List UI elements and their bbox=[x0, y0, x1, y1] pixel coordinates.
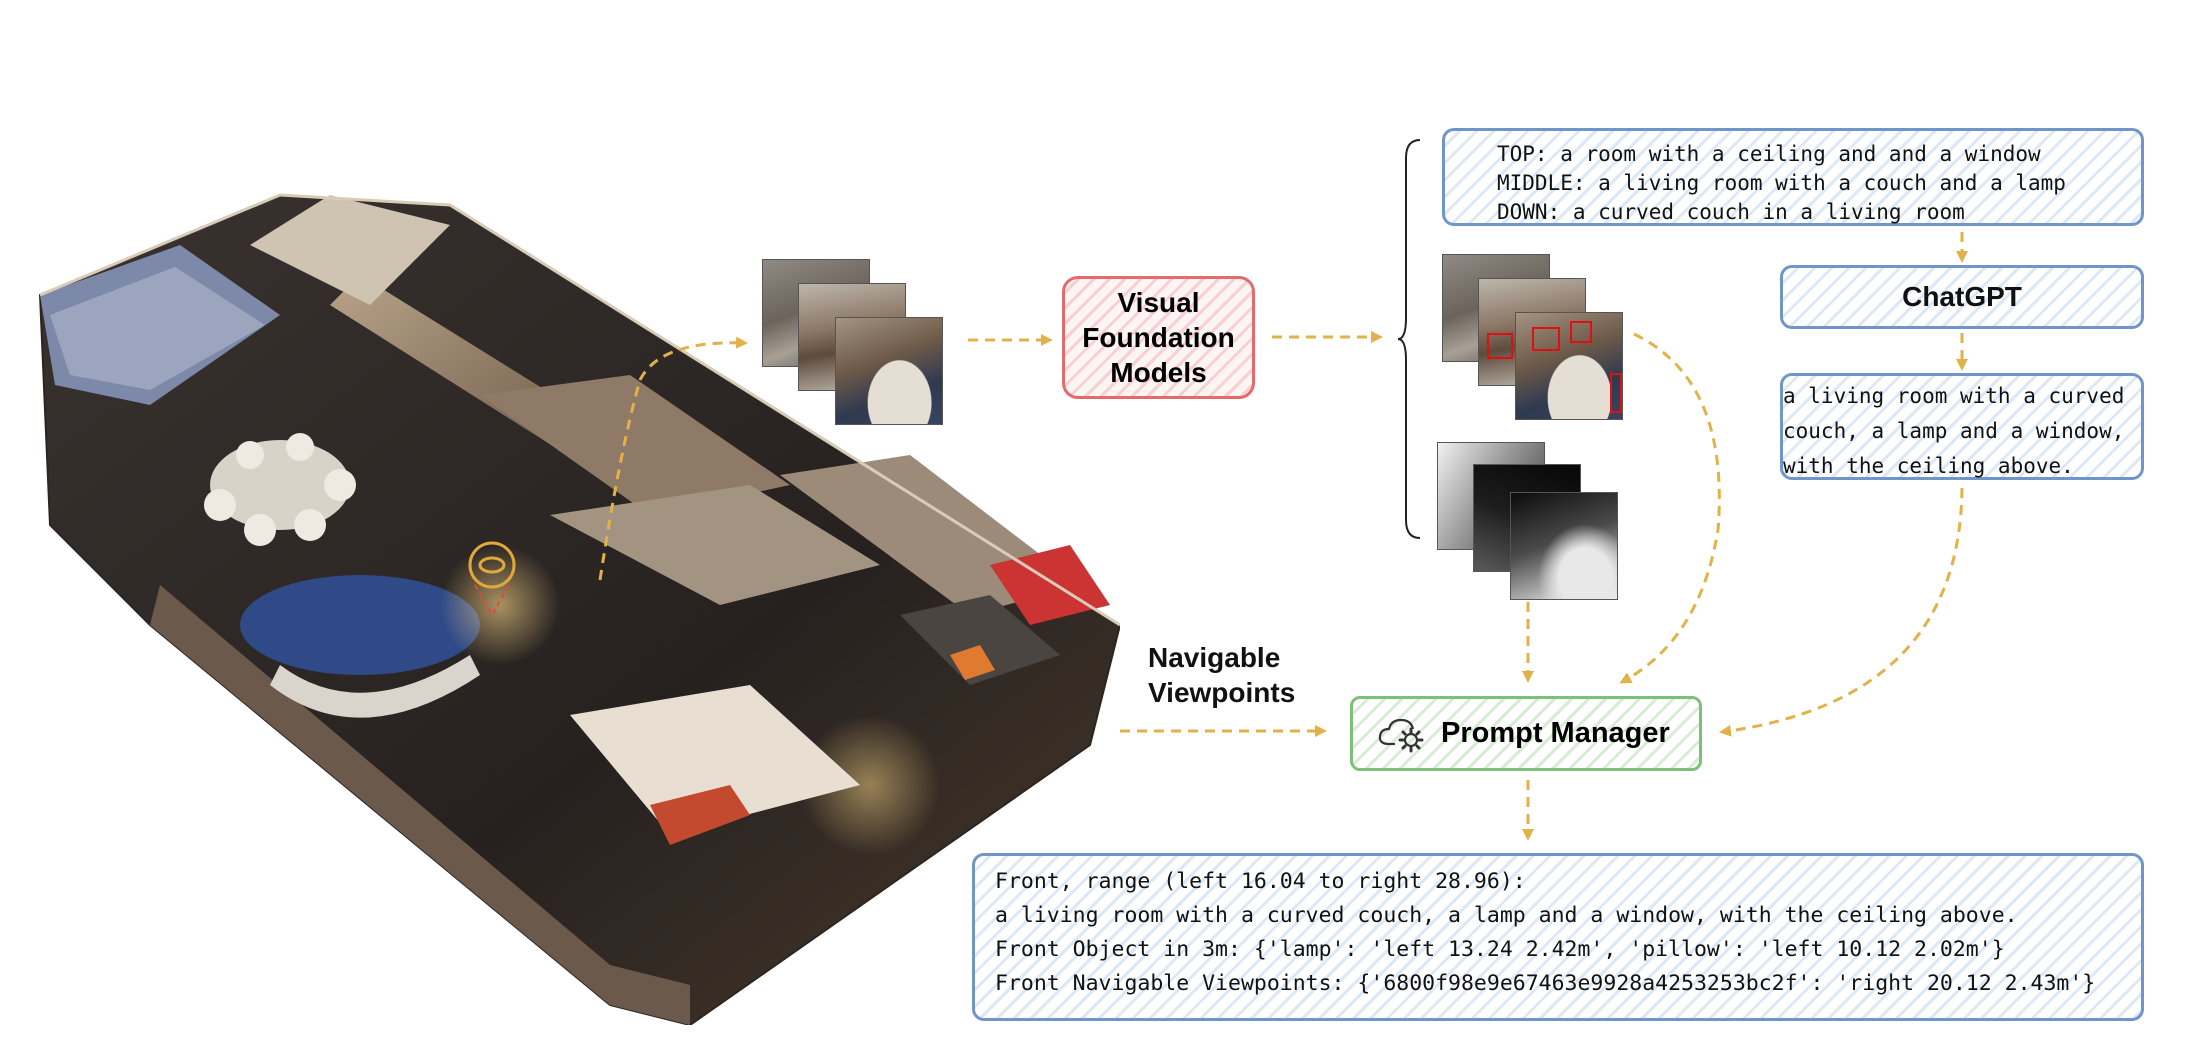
detection-box bbox=[1570, 321, 1592, 343]
arrow-summary-to-prompt-manager bbox=[1719, 487, 1964, 737]
detection-box bbox=[1487, 333, 1513, 359]
view-captions-box: TOP: a room with a ceiling and and a win… bbox=[1442, 128, 2144, 226]
caption-top-line: TOP: a room with a ceiling and and a win… bbox=[1497, 142, 2041, 166]
detection-box bbox=[1532, 327, 1560, 351]
chatgpt-label: ChatGPT bbox=[1902, 281, 2022, 312]
visual-foundation-models-label: Visual Foundation Models bbox=[1082, 287, 1235, 388]
summary-line: couch, a lamp and a window, bbox=[1783, 419, 2125, 443]
output-line: a living room with a curved couch, a lam… bbox=[995, 903, 2018, 928]
depth-view-down-image bbox=[1510, 492, 1618, 600]
summary-caption-box: a living room with a curved couch, a lam… bbox=[1780, 373, 2144, 480]
detection-box bbox=[1610, 373, 1622, 413]
prompt-manager-label: Prompt Manager bbox=[1441, 717, 1670, 749]
input-view-down-image bbox=[835, 317, 943, 425]
floor-plan-3d-image bbox=[38, 193, 1120, 1025]
output-line: Front Navigable Viewpoints: {'6800f98e9e… bbox=[995, 971, 2096, 996]
output-line: Front Object in 3m: {'lamp': 'left 13.24… bbox=[995, 937, 2005, 962]
summary-line: with the ceiling above. bbox=[1783, 454, 2074, 478]
arrow-detections-to-prompt-manager bbox=[1619, 332, 1721, 684]
input-image-stack bbox=[762, 259, 948, 427]
prompt-manager-box: Prompt Manager bbox=[1350, 696, 1702, 771]
grouping-brace bbox=[1397, 139, 1421, 539]
visual-foundation-models-box: Visual Foundation Models bbox=[1062, 276, 1255, 399]
detection-image-stack bbox=[1442, 254, 1628, 422]
caption-down-line: DOWN: a curved couch in a living room bbox=[1497, 200, 1965, 224]
output-prompt-box: Front, range (left 16.04 to right 28.96)… bbox=[972, 853, 2144, 1021]
detection-view-down-image bbox=[1515, 312, 1623, 420]
cloud-gear-icon bbox=[1378, 718, 1424, 752]
summary-line: a living room with a curved bbox=[1783, 384, 2125, 408]
caption-middle-line: MIDDLE: a living room with a couch and a… bbox=[1497, 171, 2066, 195]
chatgpt-box: ChatGPT bbox=[1780, 265, 2144, 329]
navigable-viewpoints-label: Navigable Viewpoints bbox=[1148, 642, 1296, 708]
depth-image-stack bbox=[1437, 442, 1623, 600]
output-line: Front, range (left 16.04 to right 28.96)… bbox=[995, 869, 1526, 894]
